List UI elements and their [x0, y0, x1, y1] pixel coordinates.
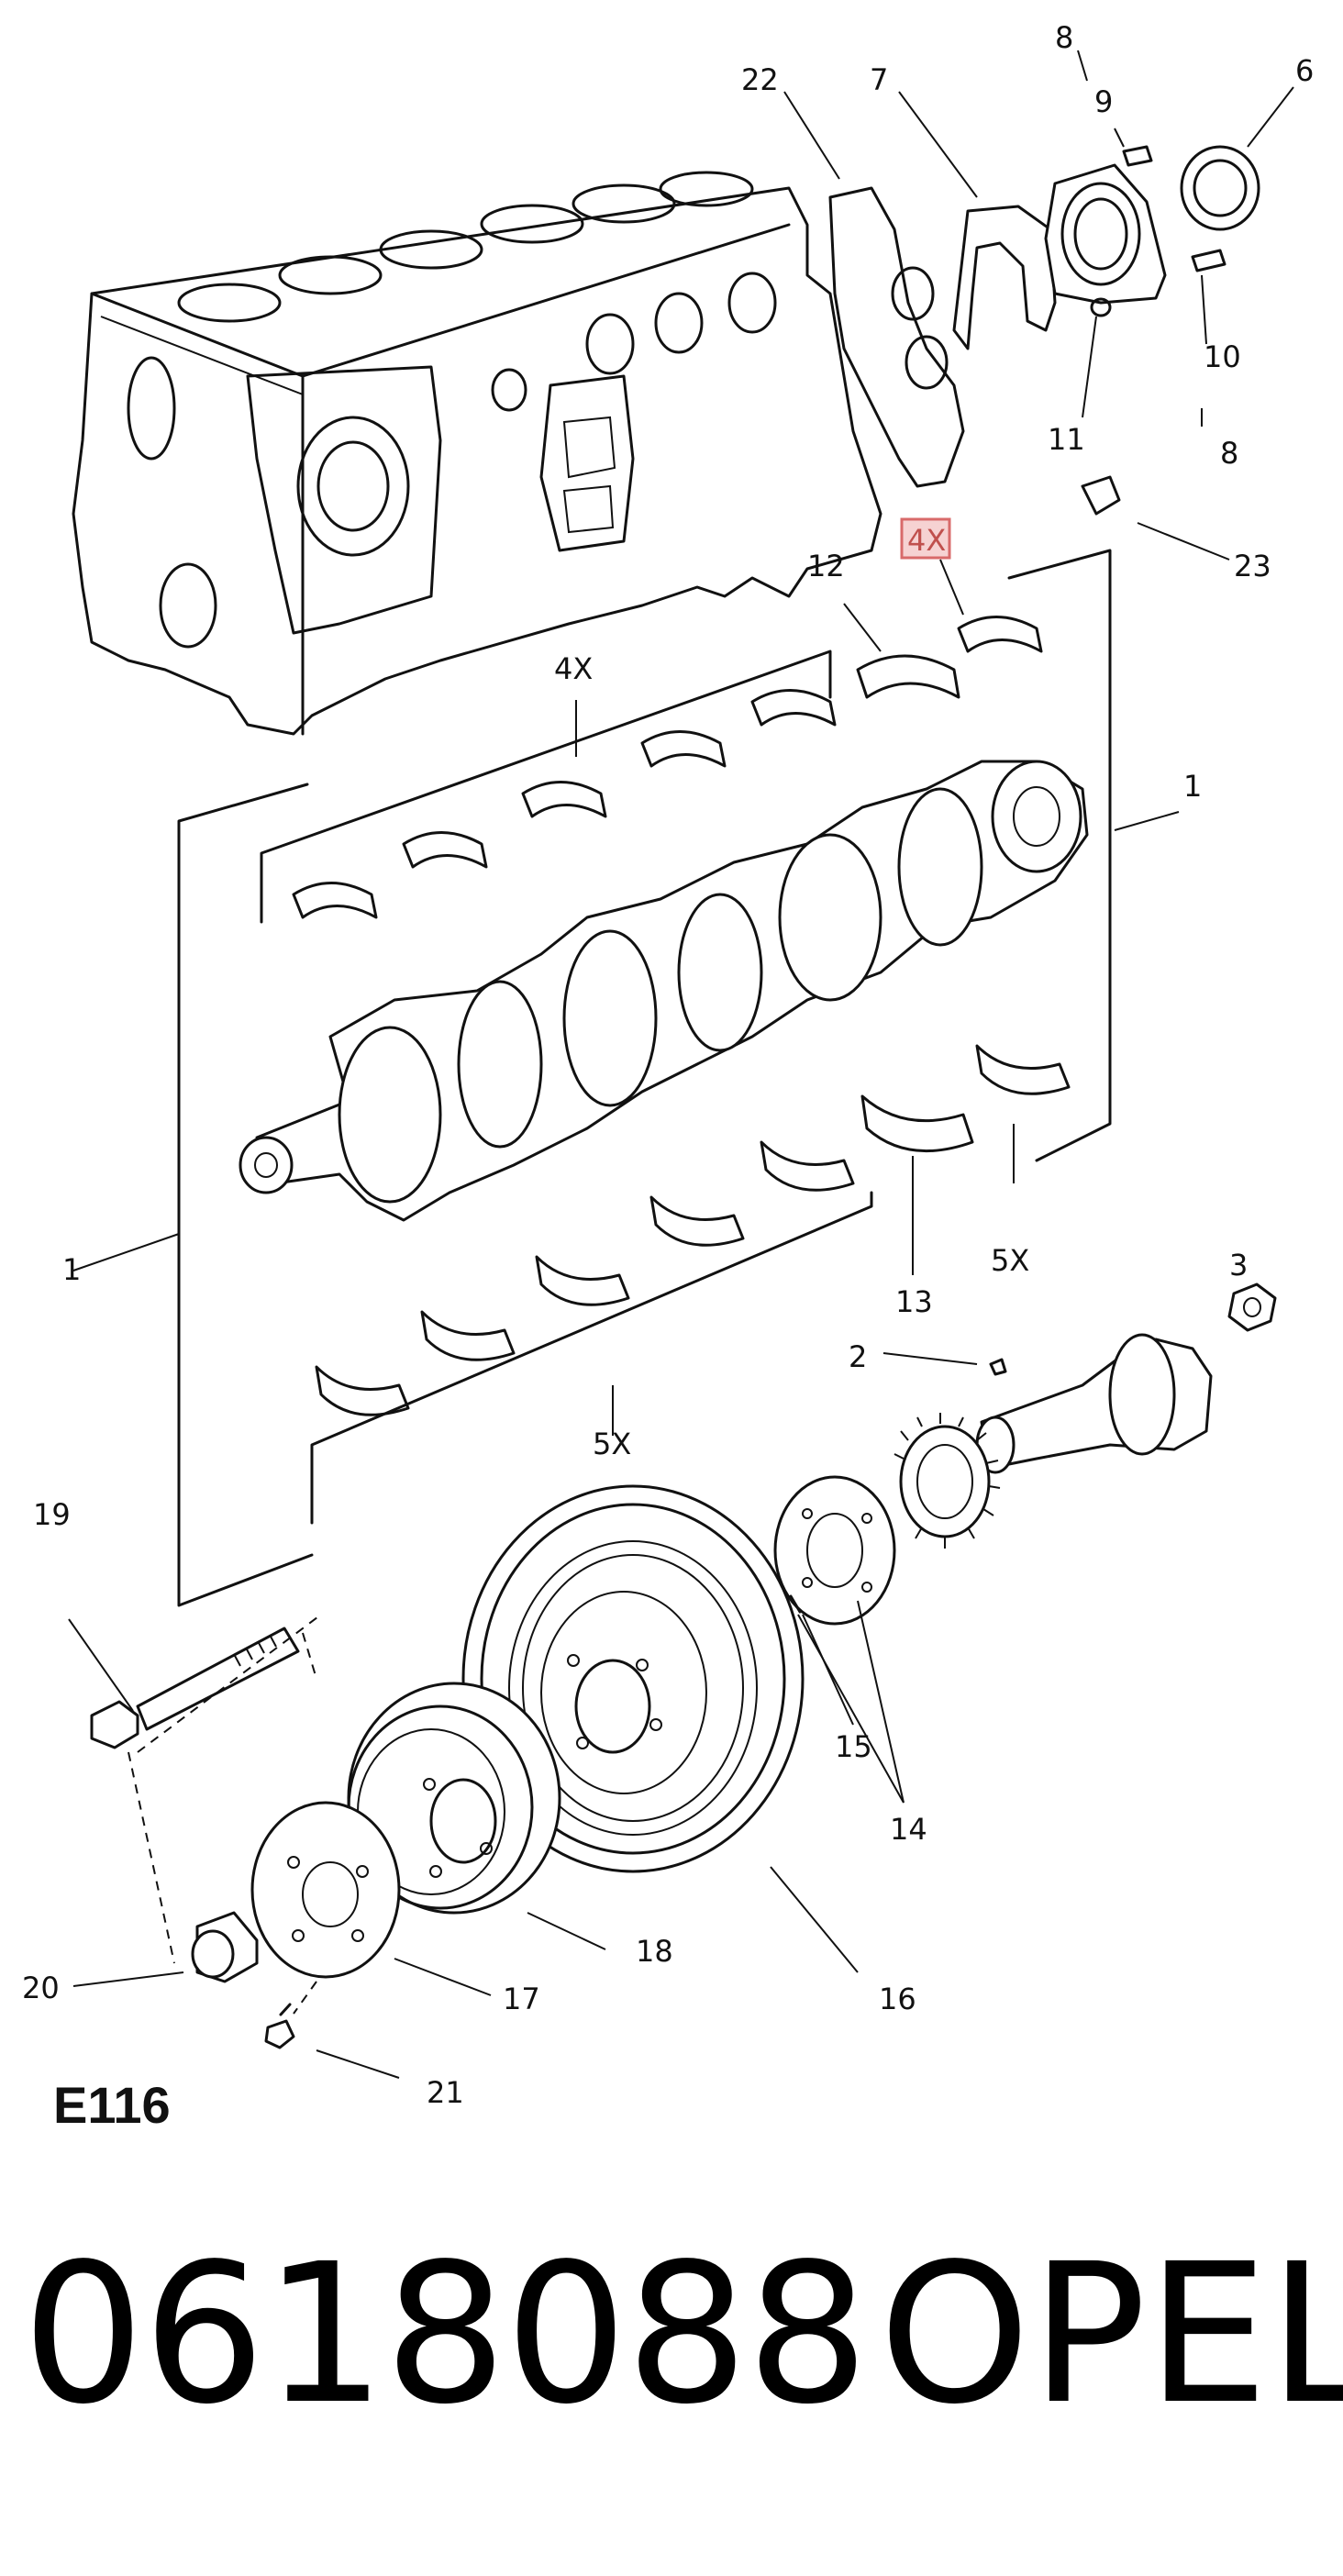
callout-21: 21	[427, 2075, 464, 2110]
callout-18: 18	[636, 1934, 673, 1969]
callout-22: 22	[741, 62, 779, 97]
callout-23: 23	[1234, 549, 1271, 583]
callout-11: 11	[1048, 422, 1085, 457]
callout-10: 10	[1204, 339, 1241, 374]
part-number: 0618088	[22, 2222, 869, 2447]
dashed-lines	[128, 1614, 322, 2015]
leader-lines	[68, 50, 1294, 2079]
upper-bearing-shells	[292, 616, 1043, 919]
thrust-bearing-23	[1081, 475, 1121, 516]
rear-gasket-22	[828, 186, 965, 488]
bolt-19	[90, 1627, 300, 1749]
highlight-box	[900, 517, 951, 560]
seal-housing-gasket-7	[952, 205, 1057, 350]
oil-seal-6	[1180, 145, 1260, 231]
callout-4x-top: 4X	[554, 651, 593, 686]
flange-14	[773, 1475, 896, 1626]
seal-housing-8	[1044, 163, 1167, 305]
callout-labels: 1 1 2 3 4X 5X 5X 6 7 8 8 9 10 11 12 13 1…	[22, 20, 1314, 2110]
callout-16: 16	[879, 1982, 916, 2016]
callout-17: 17	[503, 1982, 540, 2016]
engine-block	[72, 171, 882, 736]
callout-1-left: 1	[62, 1252, 81, 1287]
callout-5x-right: 5X	[991, 1243, 1029, 1278]
spacer-20	[191, 1911, 259, 1983]
bolt-21	[264, 2003, 295, 2049]
washer-17	[250, 1801, 401, 1979]
callout-13: 13	[895, 1284, 933, 1319]
callout-3: 3	[1229, 1248, 1248, 1282]
pin-15	[789, 1594, 802, 1614]
callout-20: 20	[22, 1971, 60, 2005]
sprocket	[893, 1413, 1001, 1549]
bracket-lines	[177, 549, 1112, 1607]
callout-8-bottom: 8	[1220, 436, 1238, 471]
callout-1-right: 1	[1183, 769, 1202, 804]
callout-5x-bottom: 5X	[593, 1427, 631, 1461]
callout-2: 2	[849, 1339, 867, 1374]
crankshaft	[239, 760, 1089, 1222]
callout-15: 15	[835, 1729, 872, 1764]
brand-name: OPEL	[879, 2222, 1343, 2447]
diagram-code: E116	[53, 2076, 171, 2134]
key-2	[989, 1358, 1007, 1376]
callout-12: 12	[807, 549, 845, 583]
callout-9: 9	[1094, 84, 1113, 119]
lower-bearing-shells	[315, 1044, 1071, 1416]
nut-3	[1227, 1282, 1277, 1332]
crank-nose	[975, 1333, 1213, 1474]
callout-8-top: 8	[1055, 20, 1073, 55]
small-bolts-9-10-11	[1090, 145, 1226, 317]
highlight-label: 4X	[907, 523, 946, 558]
callout-6: 6	[1295, 53, 1314, 88]
callout-19: 19	[33, 1497, 71, 1532]
callout-14: 14	[890, 1812, 927, 1847]
callout-7: 7	[870, 62, 888, 97]
